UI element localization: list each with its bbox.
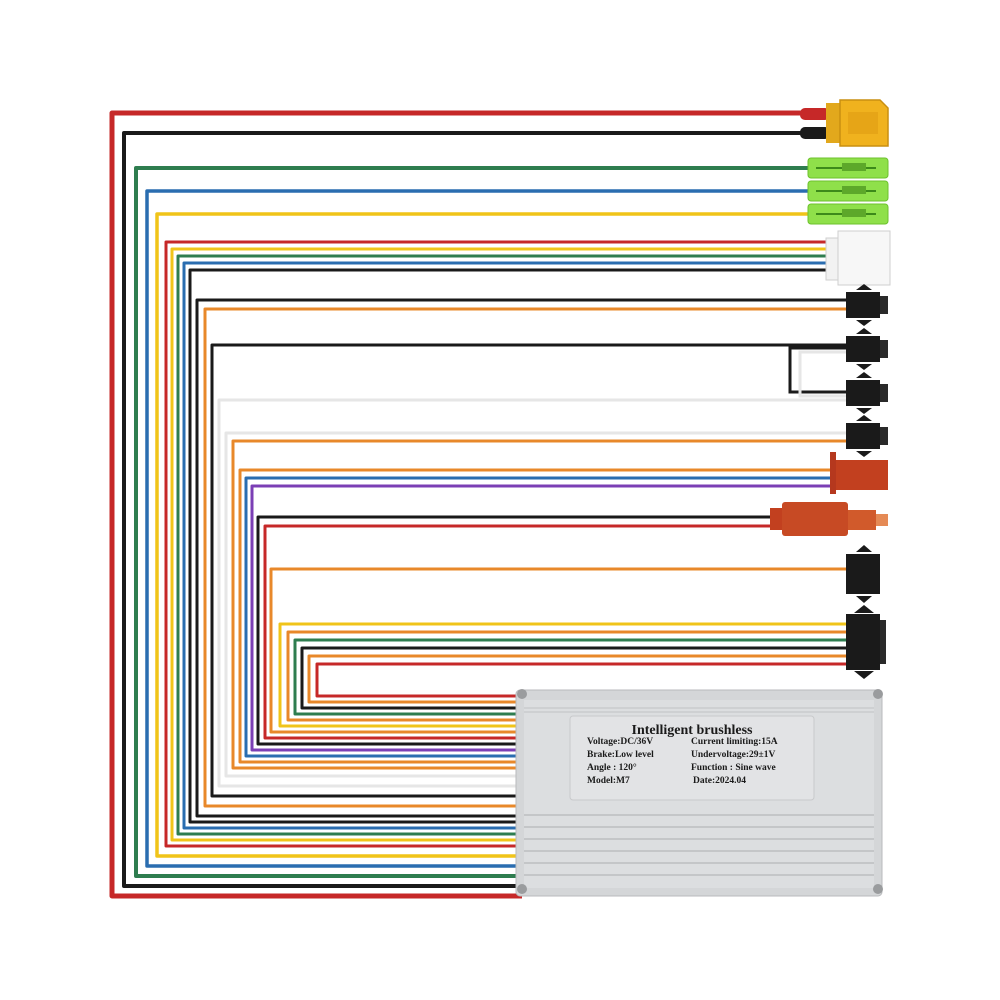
bullet-connector-phase-icon [807,157,889,225]
loop-wire-1 [798,350,850,398]
spec-left-3: Model:M7 [587,776,630,786]
wire-blue-3 [145,189,812,868]
controller-label [569,715,815,801]
hall-sensor-connector-icon [825,230,891,286]
loop-wire-0 [788,346,850,394]
wire-black-12 [210,343,850,798]
wire-black-19 [256,515,776,746]
wire-white-14 [224,431,850,778]
wire-red-20 [263,524,776,740]
wire-green-2 [134,166,812,878]
wire-purple-18 [250,484,832,752]
spec-right-0: Current limiting:15A [691,737,778,747]
wire-orange-21 [269,567,850,734]
wire-yellow-4 [155,212,812,858]
spec-left-1: Brake:Low level [587,750,654,760]
spec-left-2: Angle : 120° [587,762,637,773]
wire-blue-8 [182,261,832,830]
wire-orange-16 [238,468,832,764]
wire-black-25 [300,646,850,710]
controller-title: Intelligent brushless [632,723,754,738]
controller-box: Intelligent brushless Voltage:DC/36V Bra… [515,689,883,897]
wire-yellow-6 [170,247,832,842]
spec-right-1: Undervoltage:29±1V [691,750,776,760]
wire-white-13 [217,398,850,788]
xt60-battery-connector-icon [800,99,889,147]
wire-red-5 [164,240,832,848]
wire-orange-26 [307,654,850,704]
wire-red-0 [109,110,808,899]
spec-left-0: Voltage:DC/36V [587,737,653,747]
wire-orange-15 [231,439,850,770]
wire-yellow-22 [278,622,850,728]
wire-red-27 [315,662,850,698]
wire-black-9 [188,268,832,824]
display-connector-icon [846,605,886,679]
spec-right-2: Function : Sine wave [691,763,776,773]
wire-orange-11 [203,307,850,808]
wire-orange-23 [286,630,850,722]
red-brake-connector-icon [770,452,888,536]
spec-right-3: Date:2024.04 [693,776,746,786]
wire-blue-17 [244,476,832,758]
wire-black-1 [122,131,808,888]
wire-green-7 [176,254,832,836]
wire-green-24 [293,638,850,716]
wire-black-10 [195,298,850,818]
sm-connector-icon [846,284,888,603]
